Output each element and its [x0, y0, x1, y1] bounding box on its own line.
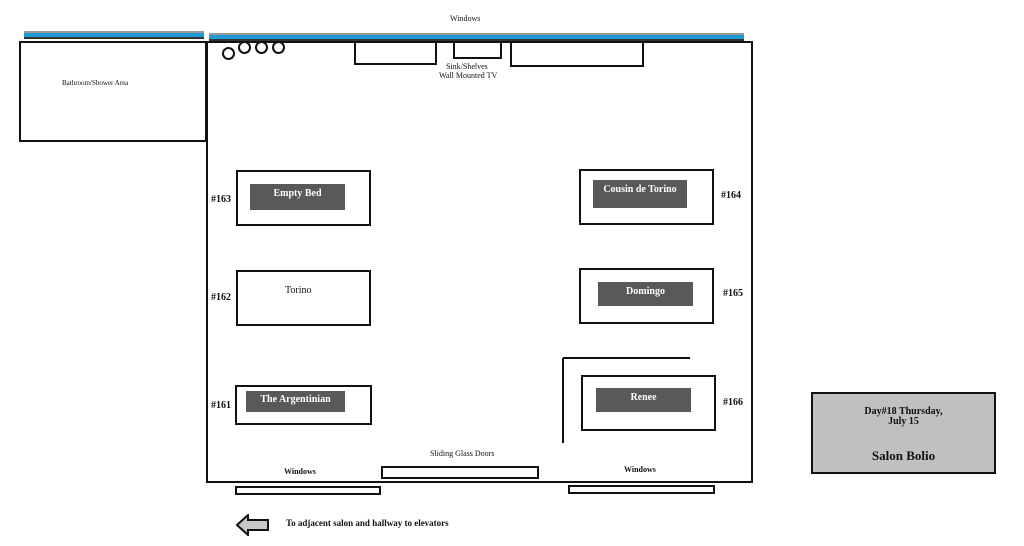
- arrow-left-icon: [236, 514, 269, 536]
- sliding-doors-label: Sliding Glass Doors: [430, 449, 495, 458]
- info-box: [811, 392, 996, 474]
- occupant-label: Renee: [596, 388, 691, 412]
- window-bathroom: [24, 31, 204, 39]
- bathroom-area: [19, 41, 207, 142]
- occupant-label: Empty Bed: [250, 184, 345, 210]
- occupant-label: Domingo: [598, 282, 693, 306]
- windows-br-label: Windows: [624, 465, 656, 474]
- exit-label: To adjacent salon and hallway to elevato…: [286, 518, 449, 528]
- occupant-label: The Argentinian: [246, 391, 345, 412]
- bed-number: #162: [211, 292, 231, 303]
- sink-circle-icon: [272, 41, 285, 54]
- tv-label: Wall Mounted TV: [439, 71, 498, 80]
- shelf: [354, 41, 437, 65]
- window-top: [209, 33, 744, 41]
- sink-circle-icon: [222, 47, 235, 60]
- bed-number: #166: [723, 397, 743, 408]
- windows-bl-label: Windows: [284, 467, 316, 476]
- bathroom-label: Bathroom/Shower Area: [62, 79, 129, 87]
- occupant-label: Cousin de Torino: [593, 180, 687, 208]
- sink-circle-icon: [238, 41, 251, 54]
- salon-name: Salon Bolio: [871, 448, 936, 463]
- date-label: July 15: [888, 416, 919, 427]
- windows-top-label: Windows: [450, 14, 481, 23]
- curtain-top: [563, 357, 690, 359]
- occupant-label: Torino: [285, 285, 312, 296]
- sliding-glass-doors[interactable]: [381, 466, 539, 479]
- bed-number: #161: [211, 400, 231, 411]
- window-bottom-right: [568, 485, 715, 494]
- bed-162[interactable]: [236, 270, 371, 326]
- sink: [453, 41, 502, 59]
- window-bottom-left: [235, 486, 381, 495]
- sink-circle-icon: [255, 41, 268, 54]
- day-label: Day#18 Thursday,: [864, 406, 943, 417]
- bed-number: #163: [211, 194, 231, 205]
- bed-number: #165: [723, 288, 743, 299]
- bed-number: #164: [721, 190, 741, 201]
- tv-unit: [510, 41, 644, 67]
- curtain-side: [562, 358, 564, 443]
- sink-label: Sink/Shelves: [446, 62, 488, 71]
